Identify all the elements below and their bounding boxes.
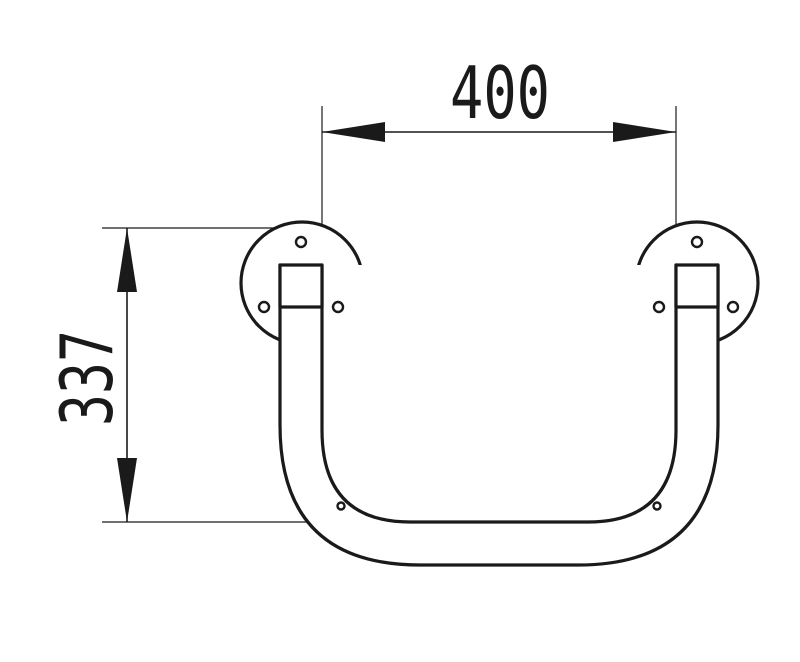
right-mounting-block — [674, 263, 720, 309]
screw-hole-right-left — [652, 300, 666, 314]
height-arrow-top — [117, 228, 137, 292]
height-arrow-bottom — [117, 458, 137, 522]
tube-rivet-right — [652, 501, 662, 511]
bar-tube-outer — [278, 263, 720, 567]
tube-rivet-left — [336, 501, 346, 511]
height-dimension — [102, 227, 405, 523]
width-label: 400 — [450, 51, 550, 135]
left-mounting-block — [278, 263, 324, 309]
screw-hole-left-right — [331, 300, 345, 314]
grab-bar — [239, 220, 760, 567]
height-label: 337 — [45, 330, 129, 426]
width-arrow-left — [322, 122, 385, 142]
screw-hole-right-right — [726, 300, 740, 314]
screw-hole-right-top — [690, 235, 704, 249]
bar-tube-inner — [320, 263, 678, 524]
width-arrow-right — [613, 122, 676, 142]
screw-holes — [257, 235, 740, 511]
width-dimension — [321, 106, 677, 232]
screw-hole-left-left — [257, 300, 271, 314]
screw-hole-left-top — [294, 235, 308, 249]
